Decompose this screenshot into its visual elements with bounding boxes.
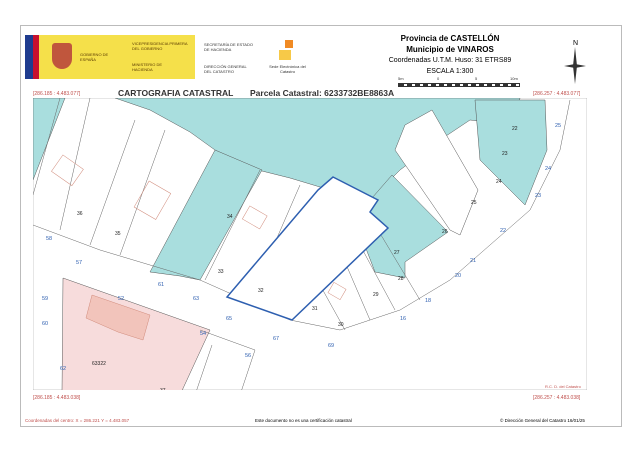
parcel-number-label: 26 — [442, 229, 448, 235]
corner-top-right: [286.257 : 4.483.077] — [533, 91, 581, 97]
direccion: DIRECCIÓN GENERAL DEL CATASTRO — [204, 64, 247, 74]
parcel-number-label: 34 — [227, 214, 233, 220]
selected-parcel-outline[interactable] — [225, 176, 390, 321]
parcel-number-label: 22 — [512, 126, 518, 132]
street-number-label: 20 — [455, 273, 461, 279]
map-credit: R.C. D. del Catastro — [545, 384, 581, 389]
street-number-label: 23 — [535, 193, 541, 199]
teal-strip-left — [33, 98, 66, 181]
parcel-number-label: 63322 — [92, 361, 106, 367]
parcel-number-label: 24 — [496, 179, 502, 185]
street-number-label: 52 — [118, 296, 124, 302]
street-number-label: 16 — [400, 316, 406, 322]
street-number-label: 21 — [470, 258, 476, 264]
parcel-number-label: 29 — [373, 292, 379, 298]
teal-parcel-34 — [149, 149, 263, 281]
parcel-number-label: 25 — [471, 200, 477, 206]
catastro-logo-base — [279, 50, 291, 60]
building-outline — [85, 294, 151, 341]
gov-name: GOBIERNO DE ESPAÑA — [80, 52, 109, 62]
province: Provincia de CASTELLÓN — [400, 34, 500, 43]
north-arrow-icon: N — [564, 40, 586, 84]
ministry: MINISTERIO DE HACIENDA — [132, 62, 163, 72]
street-number-label: 69 — [328, 343, 334, 349]
corner-bottom-left: [286.185 : 4.483.038] — [33, 395, 81, 401]
street-number-label: 59 — [42, 296, 48, 302]
street-number-label: 24 — [545, 166, 551, 172]
scale-tick-10m: 10m — [510, 76, 518, 81]
corner-top-left: [286.185 : 4.483.077] — [33, 91, 81, 97]
street-number-label: 56 — [245, 353, 251, 359]
sede-electronica: Sede Electrónica del Catastro — [269, 64, 306, 74]
spain-flag — [33, 35, 39, 79]
street-number-label: 57 — [76, 260, 82, 266]
parcel-number-label: 23 — [502, 151, 508, 157]
eu-flag — [25, 35, 33, 79]
parcel-number-label: 33 — [218, 269, 224, 275]
street-number-label: 62 — [60, 366, 66, 372]
street-number-label: 58 — [46, 236, 52, 242]
parcel-number-label: 35 — [115, 231, 121, 237]
street-number-label: 25 — [555, 123, 561, 129]
street-number-label: 67 — [273, 336, 279, 342]
street-number-label: 63 — [193, 296, 199, 302]
parcel-26-white — [394, 109, 479, 236]
parcel-number-label: 32 — [258, 288, 264, 294]
scale-tick-5: 5 — [475, 76, 478, 81]
municipality: Municipio de VINAROS — [406, 45, 494, 54]
catastro-logo-icon — [285, 40, 293, 48]
coat-of-arms-icon — [52, 43, 72, 69]
parcel-number-label: 31 — [312, 306, 318, 312]
parcel-number-label: 28 — [398, 276, 404, 282]
teal-parcels-22-24 — [474, 99, 548, 206]
street-number-label: 22 — [500, 228, 506, 234]
disclaimer: Este documento no es una certificación c… — [255, 418, 352, 423]
street-number-label: 18 — [425, 298, 431, 304]
street-number-label: 65 — [226, 316, 232, 322]
map-title: CARTOGRAFIA CATASTRAL — [118, 88, 234, 98]
north-label: N — [573, 40, 578, 47]
parcel-reference: Parcela Catastral: 6233732BE8863A — [250, 88, 395, 98]
parcel-number-label: 30 — [338, 322, 344, 328]
street-number-label: 60 — [42, 321, 48, 327]
street-number-label: 61 — [158, 282, 164, 288]
parcel-number-label: 27 — [394, 250, 400, 256]
vice-presidency: VICEPRESIDENCIA PRIMERA DEL GOBIERNO — [132, 41, 188, 51]
copyright: © Dirección General del Catastro 16/01/2… — [500, 418, 585, 423]
parcel-number-label: 37 — [160, 388, 166, 394]
scale-tick-5m: 5m — [398, 76, 404, 81]
gov-logo-block: GOBIERNO DE ESPAÑA VICEPRESIDENCIA PRIME… — [25, 35, 195, 79]
coordinate-system: Coordenadas U.T.M. Huso: 31 ETRS89 — [388, 57, 512, 64]
scale-tick-0: 0 — [437, 76, 440, 81]
street-number-label: 54 — [200, 331, 206, 337]
center-coordinates: Coordenadas del centro: X = 286.221 Y = … — [25, 418, 130, 423]
scale-bar — [398, 83, 520, 87]
parcel-number-label: 36 — [77, 211, 83, 217]
scale: ESCALA 1:300 — [426, 68, 474, 75]
secretaria: SECRETARÍA DE ESTADO DE HACIENDA — [204, 42, 253, 52]
corner-bottom-right: [286.257 : 4.483.038] — [533, 395, 581, 401]
